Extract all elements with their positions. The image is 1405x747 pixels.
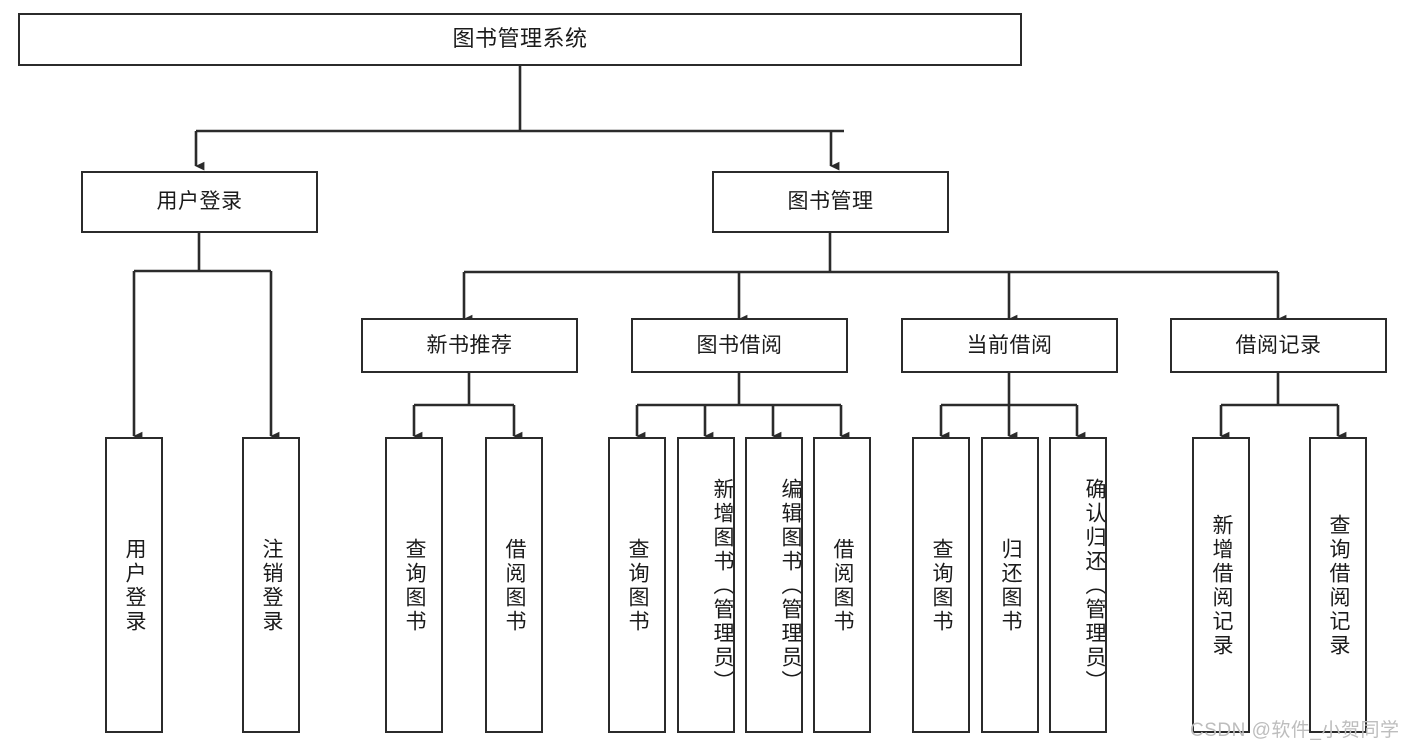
csdn-watermark: CSDN @软件_小贺同学 xyxy=(1190,720,1400,741)
node-leaf-query-book-borrow-label: 查询图书 xyxy=(626,538,650,634)
node-leaf-logout-label: 注销登录 xyxy=(260,538,284,634)
node-new-book-recommend[interactable]: 新书推荐 xyxy=(361,318,578,373)
node-current-borrow[interactable]: 当前借阅 xyxy=(901,318,1118,373)
node-current-borrow-label: 当前借阅 xyxy=(966,333,1053,357)
node-user-login[interactable]: 用户登录 xyxy=(81,171,318,233)
node-book-manage[interactable]: 图书管理 xyxy=(712,171,949,233)
node-user-login-label: 用户登录 xyxy=(156,190,243,214)
node-leaf-confirm-return[interactable]: 确认归还（管理员） xyxy=(1049,437,1107,733)
node-leaf-return-book[interactable]: 归还图书 xyxy=(981,437,1039,733)
node-leaf-user-login[interactable]: 用户登录 xyxy=(105,437,163,733)
node-leaf-borrow-book[interactable]: 借阅图书 xyxy=(813,437,871,733)
node-borrow-record-label: 借阅记录 xyxy=(1235,333,1322,357)
node-leaf-edit-book-label: 编辑图书（管理员） xyxy=(779,478,802,694)
node-leaf-borrow-book-label: 借阅图书 xyxy=(831,538,855,634)
node-book-borrow[interactable]: 图书借阅 xyxy=(631,318,848,373)
node-leaf-query-borrow-record-label: 查询借阅记录 xyxy=(1327,514,1351,658)
node-new-book-recommend-label: 新书推荐 xyxy=(426,333,513,357)
node-leaf-query-book-borrow[interactable]: 查询图书 xyxy=(608,437,666,733)
node-leaf-logout[interactable]: 注销登录 xyxy=(242,437,300,733)
node-leaf-query-book-recommend-label: 查询图书 xyxy=(403,538,427,634)
node-leaf-add-borrow-record[interactable]: 新增借阅记录 xyxy=(1192,437,1250,733)
node-book-borrow-label: 图书借阅 xyxy=(696,333,783,357)
node-leaf-query-borrow-record[interactable]: 查询借阅记录 xyxy=(1309,437,1367,733)
node-leaf-borrow-book-recommend-label: 借阅图书 xyxy=(503,538,527,634)
node-leaf-query-book-current[interactable]: 查询图书 xyxy=(912,437,970,733)
node-leaf-query-book-current-label: 查询图书 xyxy=(930,538,954,634)
node-leaf-return-book-label: 归还图书 xyxy=(999,538,1023,634)
node-leaf-edit-book[interactable]: 编辑图书（管理员） xyxy=(745,437,803,733)
node-leaf-query-book-recommend[interactable]: 查询图书 xyxy=(385,437,443,733)
node-borrow-record[interactable]: 借阅记录 xyxy=(1170,318,1387,373)
node-leaf-user-login-label: 用户登录 xyxy=(123,538,147,634)
node-leaf-add-book[interactable]: 新增图书（管理员） xyxy=(677,437,735,733)
node-leaf-confirm-return-label: 确认归还（管理员） xyxy=(1083,478,1106,694)
node-book-manage-label: 图书管理 xyxy=(787,190,874,214)
node-root[interactable]: 图书管理系统 xyxy=(18,13,1022,66)
node-leaf-add-book-label: 新增图书（管理员） xyxy=(711,478,734,694)
node-leaf-add-borrow-record-label: 新增借阅记录 xyxy=(1210,514,1234,658)
node-root-label: 图书管理系统 xyxy=(452,26,588,52)
node-leaf-borrow-book-recommend[interactable]: 借阅图书 xyxy=(485,437,543,733)
